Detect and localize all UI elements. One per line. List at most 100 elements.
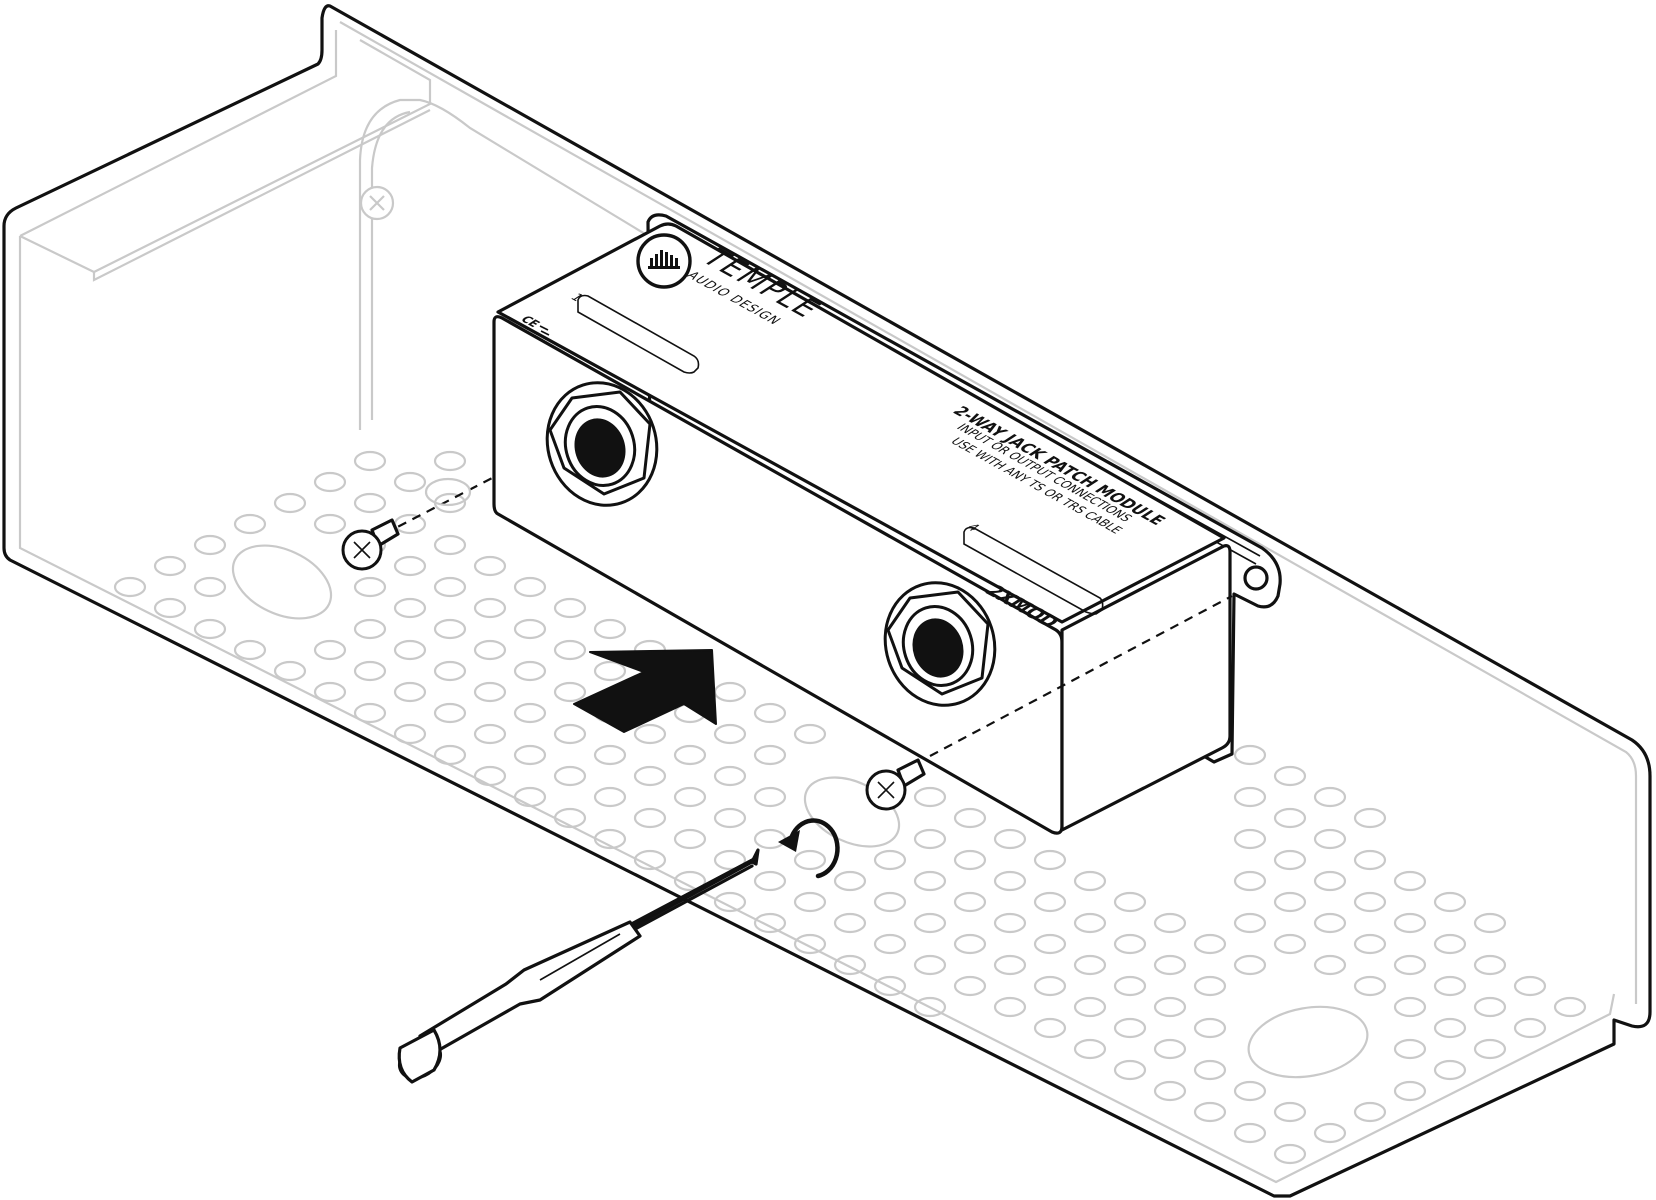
tray-hole	[273, 492, 307, 514]
tray-hole	[593, 828, 627, 850]
tray-hole	[873, 891, 907, 913]
tray-lip-2	[92, 109, 431, 282]
tray-hole	[793, 933, 827, 955]
tray-hole	[1153, 954, 1187, 976]
tray-hole	[1233, 912, 1267, 934]
tray-hole	[393, 639, 427, 661]
tray-hole	[1073, 996, 1107, 1018]
tray-hole	[1313, 912, 1347, 934]
tray-inner-rim	[339, 21, 1638, 1004]
tray-hole	[513, 660, 547, 682]
tray-hole	[513, 744, 547, 766]
tray-hole	[913, 786, 947, 808]
tray-hole	[1113, 933, 1147, 955]
tray-hole	[1033, 933, 1067, 955]
tray-hole	[433, 660, 467, 682]
temple-logo-icon	[636, 233, 692, 289]
tray-hole	[1553, 996, 1587, 1018]
tray-hole	[353, 450, 387, 472]
alignment-line-right	[929, 595, 1233, 757]
tray-hole	[1113, 1017, 1147, 1039]
tray-hole	[713, 849, 747, 871]
tray-hole	[513, 702, 547, 724]
tray-inner-side	[19, 30, 338, 237]
tray-hole	[513, 618, 547, 640]
tray-hole	[433, 744, 467, 766]
tray-hole	[633, 849, 667, 871]
tray-hole	[1273, 1143, 1307, 1165]
tray-hole	[993, 912, 1027, 934]
tray-hole	[1273, 807, 1307, 829]
tray-hole	[993, 996, 1027, 1018]
tray-hole	[1233, 1122, 1267, 1144]
tray-hole	[953, 891, 987, 913]
tray-hole	[1233, 1080, 1267, 1102]
label-plate-1	[577, 294, 700, 374]
module-end-face	[1060, 544, 1232, 832]
tray-hole	[593, 744, 627, 766]
tray-hole	[1313, 870, 1347, 892]
tray-floor-edge	[18, 236, 1616, 1184]
tray-hole	[393, 471, 427, 493]
tray-hole	[1113, 891, 1147, 913]
tray-hole	[473, 765, 507, 787]
tray-hole	[393, 555, 427, 577]
tray-slot	[803, 776, 901, 848]
tray-hole	[633, 723, 667, 745]
tray-hole	[953, 933, 987, 955]
tray-hole	[1393, 912, 1427, 934]
tray-hole	[593, 660, 627, 682]
tray-hole	[753, 870, 787, 892]
tray-hole	[1273, 849, 1307, 871]
tray-hole	[753, 786, 787, 808]
tray-hole	[1433, 1017, 1467, 1039]
tray-hole	[913, 870, 947, 892]
tray-hole	[1353, 1101, 1387, 1123]
tray-hole	[593, 786, 627, 808]
tray-hole	[473, 597, 507, 619]
tray-hole	[993, 828, 1027, 850]
plate-hole	[1243, 565, 1269, 591]
tray-hole	[673, 744, 707, 766]
tray-hole	[673, 828, 707, 850]
weee-icon	[539, 325, 550, 336]
tray-hole	[1073, 912, 1107, 934]
tray-hole	[553, 765, 587, 787]
tray-hole	[393, 681, 427, 703]
tray-hole	[513, 576, 547, 598]
tray-hole	[1353, 891, 1387, 913]
tray-hole	[1113, 1059, 1147, 1081]
tray-hole	[1393, 954, 1427, 976]
tray-hole	[473, 681, 507, 703]
tray-hole	[1273, 891, 1307, 913]
tray-hole	[1393, 1038, 1427, 1060]
tray-hole	[433, 702, 467, 724]
tray-hole	[1433, 891, 1467, 913]
tray-hole	[313, 681, 347, 703]
tray-slot	[1247, 1005, 1369, 1079]
tray-hole	[593, 618, 627, 640]
tray-hole	[793, 891, 827, 913]
jack-output-icon	[883, 581, 997, 707]
tray-hole	[1033, 891, 1067, 913]
tray-hole	[833, 870, 867, 892]
tray-hole	[753, 702, 787, 724]
tray-hole	[1153, 996, 1187, 1018]
tray-hole	[753, 912, 787, 934]
tray-hole	[793, 849, 827, 871]
tray-hole	[633, 807, 667, 829]
tray-hole	[1313, 786, 1347, 808]
tray-hole	[913, 954, 947, 976]
tray-hole	[1513, 975, 1547, 997]
tray-hole	[553, 807, 587, 829]
tray-hole	[1433, 975, 1467, 997]
screwdriver-icon	[397, 848, 760, 1084]
module-top-face	[496, 222, 1226, 624]
tray-hole	[913, 912, 947, 934]
tray-hole	[1273, 765, 1307, 787]
screw-right-icon	[865, 758, 926, 811]
tray-hole	[353, 576, 387, 598]
tray-hole	[273, 660, 307, 682]
tray-hole	[193, 576, 227, 598]
